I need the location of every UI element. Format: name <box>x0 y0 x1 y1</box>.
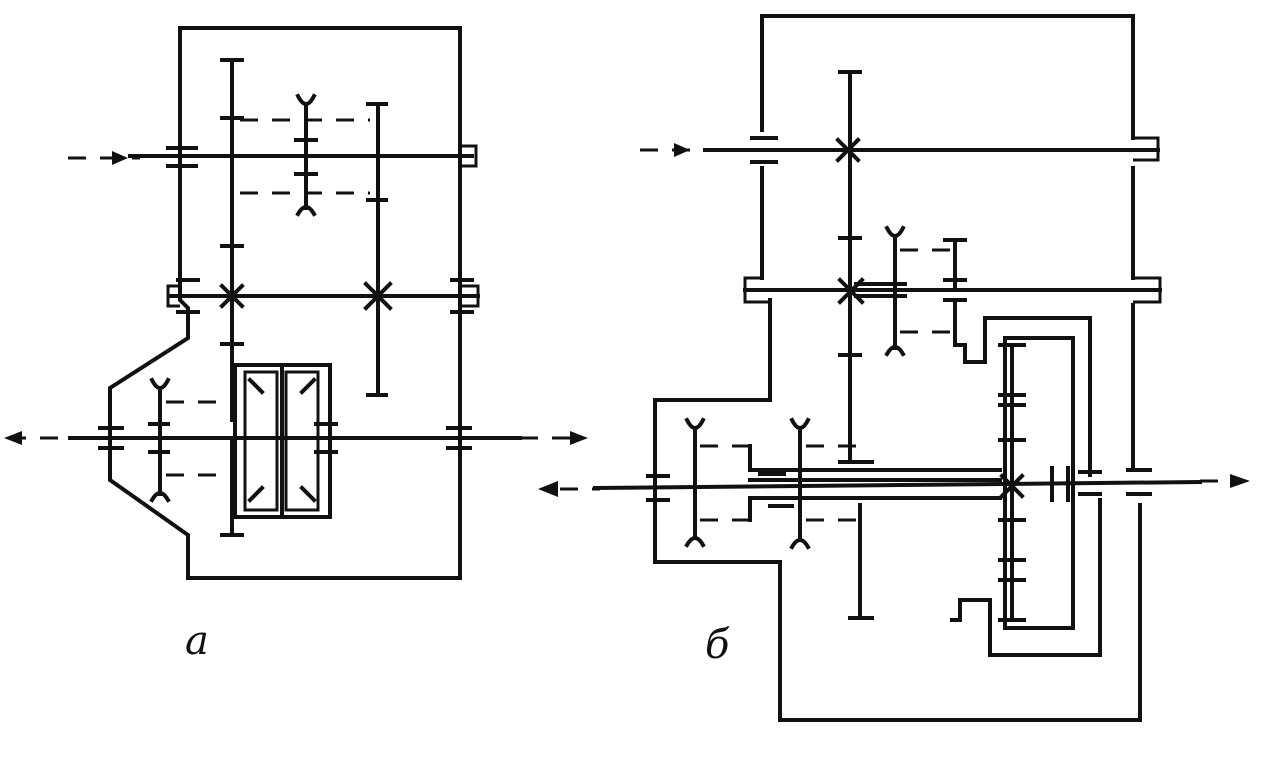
input-shaft-a <box>68 144 478 168</box>
planetary-block-a <box>233 363 338 519</box>
housing-a <box>108 26 462 580</box>
label-diagram-a: а <box>185 618 209 664</box>
housing-b-upper <box>653 14 1142 722</box>
label-diagram-b: б <box>705 622 730 668</box>
gearbox-diagram-a <box>4 26 588 580</box>
gear-column-a-left <box>220 58 244 537</box>
gearbox-diagram-b <box>538 14 1250 722</box>
planetary-block-b <box>950 316 1102 657</box>
clutch-bottom-a <box>149 377 232 503</box>
gear-column-b-main <box>838 70 874 464</box>
input-shaft-b <box>640 136 1160 164</box>
clutch-top-a <box>240 93 370 217</box>
intermediate-shaft-a <box>166 278 480 314</box>
clutch-upper-b <box>884 225 987 364</box>
output-shaft-b <box>538 468 1250 508</box>
gear-column-a-right <box>366 102 388 397</box>
output-shaft-a <box>4 422 588 454</box>
clutch-left-b <box>684 417 874 620</box>
intermediate-shaft-b <box>743 276 1162 305</box>
